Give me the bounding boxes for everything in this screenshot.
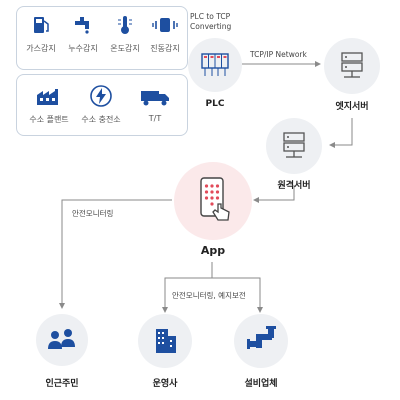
edge-server-label: 엣지서버 [335, 102, 369, 112]
plc-label: PLC [205, 99, 225, 109]
monitoring-label: 안전모니터링 [72, 209, 114, 218]
monitoring-maintenance-label: 안전모니터링, 예지보전 [172, 291, 246, 300]
residents-node [36, 314, 88, 366]
residents-label: 인근주민 [45, 379, 79, 389]
facility-label: T/T [148, 114, 162, 123]
truck-icon [141, 91, 169, 106]
remote-to-app-arrow [253, 185, 295, 203]
sensor-leak: 누수감지 [63, 15, 103, 54]
vibration-icon [152, 18, 178, 32]
server-icon [341, 52, 363, 78]
sensors-panel: 가스감지 누수감지 온도감지 진동감지 [16, 6, 188, 70]
maintenance-label: 설비업체 [244, 379, 278, 389]
operator-label: 운영사 [152, 379, 178, 389]
sensor-label: 가스감지 [26, 44, 56, 53]
gas-pump-icon [34, 17, 49, 33]
facilities-panel: 수소 플랜트 수소 충전소 T/T [16, 74, 188, 136]
sensor-gas: 가스감지 [21, 15, 61, 54]
thermometer-icon [118, 16, 132, 34]
facility-label: 수소 플랜트 [29, 115, 69, 124]
app-to-maintenance-arrow [212, 277, 263, 313]
app-label: App [200, 244, 226, 257]
plc-note: PLC to TCP Converting [190, 12, 232, 31]
facility-station: 수소 충전소 [75, 85, 127, 125]
edge-server-node [324, 38, 380, 94]
lightning-icon [90, 85, 112, 107]
smartphone-touch-icon [200, 177, 230, 221]
sensor-vibration: 진동감지 [145, 15, 185, 54]
people-icon [48, 329, 75, 349]
plc-module-icon [201, 53, 229, 76]
sensor-label: 누수감지 [68, 44, 98, 53]
maintenance-node [234, 314, 288, 368]
edge-to-remote-arrow [329, 118, 353, 148]
remote-server-label: 원격서버 [277, 181, 311, 191]
sensor-label: 진동감지 [150, 44, 180, 53]
operator-node [138, 314, 192, 368]
plc-node [188, 38, 242, 92]
server-icon [283, 132, 305, 158]
building-icon [156, 329, 176, 353]
app-node [174, 162, 252, 240]
sensor-temp: 온도감지 [105, 15, 145, 54]
factory-icon [37, 89, 58, 105]
remote-server-node [266, 118, 322, 174]
facility-plant: 수소 플랜트 [23, 85, 75, 125]
sensor-label: 온도감지 [110, 44, 140, 53]
app-to-operator-arrow [162, 262, 213, 313]
facility-label: 수소 충전소 [81, 115, 121, 124]
facility-truck: T/T [129, 85, 181, 123]
network-label: TCP/IP Network [250, 50, 307, 59]
pipes-icon [247, 326, 276, 349]
faucet-icon [75, 17, 89, 34]
app-to-residents-arrow [59, 199, 172, 309]
